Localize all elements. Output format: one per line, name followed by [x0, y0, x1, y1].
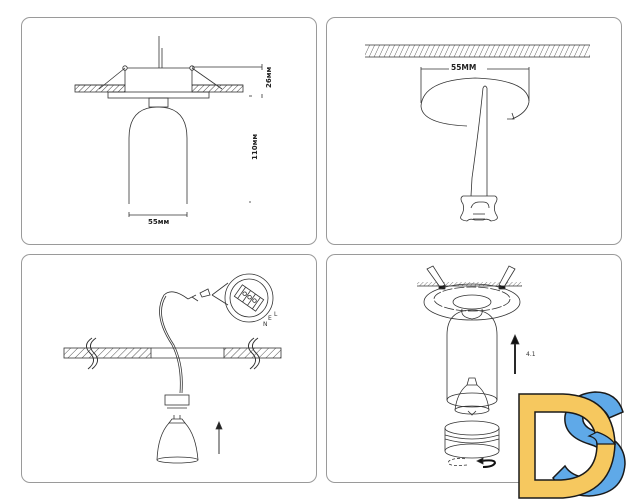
terminal-e-label: E — [268, 315, 272, 322]
panel-mounting: 4.1 — [326, 254, 622, 483]
label-hole-diameter: 55MM — [451, 63, 477, 72]
logo-d-shape — [518, 393, 616, 499]
fixture-dimension-drawing — [74, 36, 263, 217]
label-width: 55мм — [148, 218, 170, 226]
ds-logo-watermark — [513, 382, 633, 500]
panel-dimensions: 26мм 110мм 55мм — [21, 17, 317, 245]
panel-wiring: L E N — [21, 254, 317, 483]
panel-cutout: 55MM — [326, 17, 622, 245]
wiring-drawing — [63, 273, 282, 464]
terminal-n-label: N — [263, 321, 268, 328]
cutout-drawing — [365, 44, 590, 222]
step-label: 4.1 — [526, 351, 536, 358]
mounting-drawing — [417, 265, 522, 468]
terminal-l-label: L — [274, 311, 278, 318]
label-height-body: 110мм — [251, 133, 259, 160]
label-height-top: 26мм — [265, 66, 273, 88]
